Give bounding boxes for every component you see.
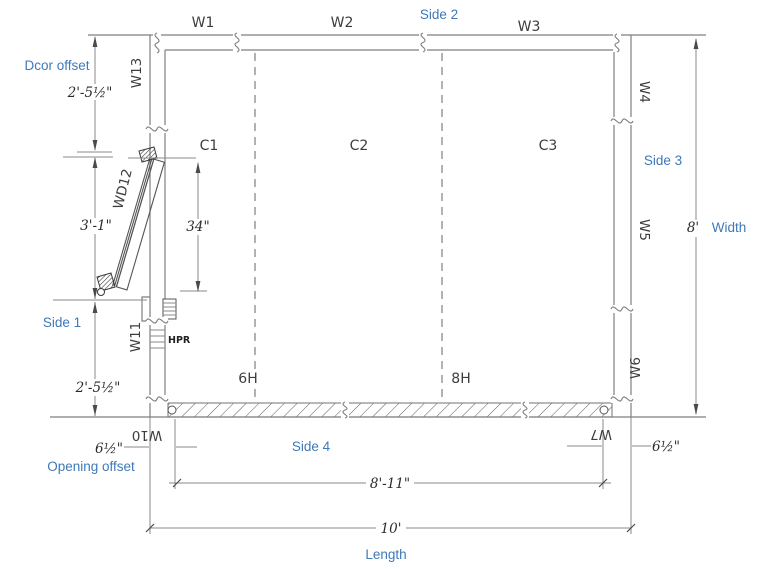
- wall-break-marks: [145, 32, 634, 419]
- dim-door-offset-top: 2'-5½": [67, 85, 113, 101]
- wall-label-w11[interactable]: W11: [128, 322, 144, 353]
- hpr-vent[interactable]: [150, 298, 177, 349]
- door-hinge-bottom: [96, 272, 116, 292]
- dim-length-total: 10': [381, 521, 402, 537]
- side-3-label: Side 3: [644, 153, 682, 168]
- anchor-bolt-right: [599, 405, 609, 415]
- wall-label-w10[interactable]: W10: [132, 427, 163, 443]
- wall-label-w3[interactable]: W3: [518, 19, 541, 35]
- wall-label-w7[interactable]: W7: [590, 426, 612, 442]
- dim-opening-offset-left: 6½": [95, 441, 123, 457]
- door-pivot: [97, 288, 105, 296]
- cell-label-c2[interactable]: C2: [350, 138, 369, 154]
- side-1-label: Side 1: [43, 315, 81, 330]
- cell-label-c1[interactable]: C1: [200, 138, 219, 154]
- side-4-label: Side 4: [292, 439, 331, 454]
- anchor-bolt-left: [167, 405, 177, 415]
- dimension-text-backers: [66, 84, 704, 396]
- dim-opening-span: 8'-11": [370, 476, 410, 492]
- bottom-wall-hatched[interactable]: [167, 402, 613, 418]
- wall-label-w5[interactable]: W5: [636, 219, 652, 241]
- cell-label-c3[interactable]: C3: [539, 138, 558, 154]
- opening-offset-label: Opening offset: [47, 459, 135, 474]
- length-label: Length: [365, 547, 406, 562]
- wall-lines: [50, 34, 706, 418]
- wall-label-w1[interactable]: W1: [192, 15, 215, 31]
- marker-6h: 6H: [238, 371, 257, 387]
- cell-partitions: [254, 53, 443, 401]
- marker-8h: 8H: [451, 371, 470, 387]
- wall-label-w6[interactable]: W6: [628, 357, 644, 379]
- dim-width-total: 8': [687, 220, 699, 236]
- wall-label-w2[interactable]: W2: [331, 15, 354, 31]
- wall-label-wd12[interactable]: WD12: [110, 167, 135, 211]
- dim-door-height: 3'-1": [80, 218, 112, 234]
- door-offset-label: Dcor offset: [24, 58, 89, 73]
- side-2-label: Side 2: [420, 7, 458, 22]
- dim-door-offset-bottom: 2'-5½": [75, 380, 121, 396]
- wall-label-w4[interactable]: W4: [636, 81, 652, 103]
- hpr-label: HPR: [168, 335, 191, 346]
- dim-opening-offset-right: 6½": [652, 439, 680, 455]
- wall-label-w13[interactable]: W13: [129, 58, 145, 89]
- width-label: Width: [712, 220, 747, 235]
- dim-cell-height: 34": [186, 219, 209, 235]
